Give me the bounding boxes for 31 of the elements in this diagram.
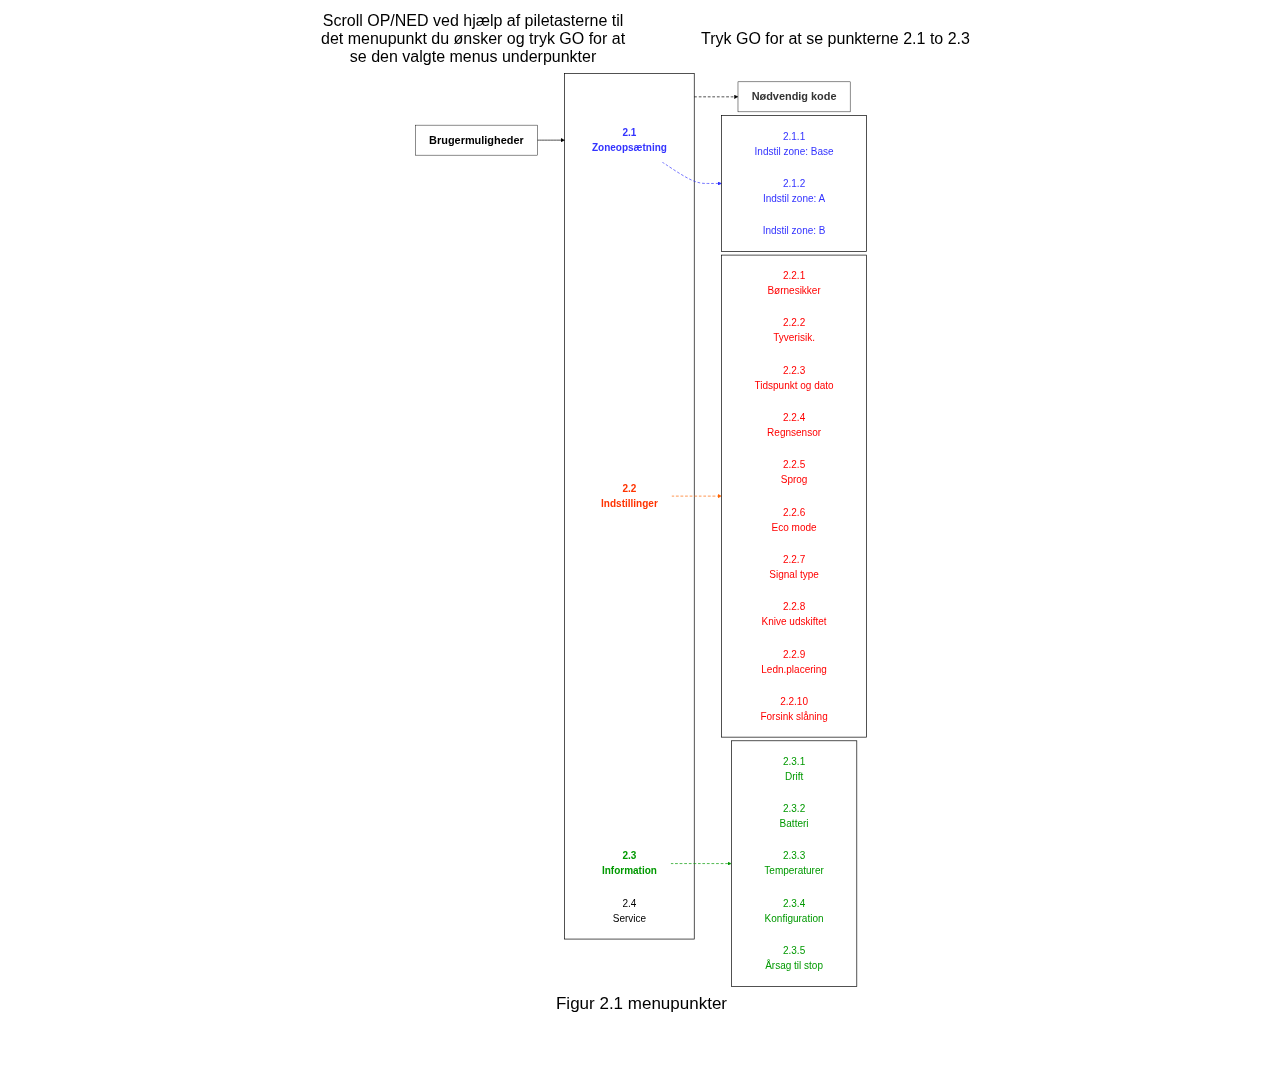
- node-text: 2.2.5 Sprog: [781, 459, 808, 486]
- node-text: 2.2.4 Regnsensor: [767, 411, 822, 439]
- cluster: [564, 73, 696, 940]
- node-text: 2.4 Service: [613, 897, 647, 925]
- node-text: 2.2.8 Knive udskiftet: [762, 601, 828, 628]
- node-text: 2.2.10 Forsink slåning: [760, 695, 829, 723]
- node-text: 2.2.9 Ledn.placering: [761, 648, 828, 675]
- instruction-note: Tryk GO for at se punkterne 2.1 to 2.3: [701, 30, 970, 48]
- node-text: 2.3.5 Årsag til stop: [765, 944, 824, 972]
- cluster: [721, 115, 868, 252]
- node-text: 2.1.2 Indstil zone: A: [763, 177, 826, 205]
- node-text: 2.3.2 Batteri: [780, 803, 809, 830]
- instruction-note: Scroll OP/NED ved hjælp af piletasterne til det menupunkt du ønsker og tryk GO for at se den valgte menus underpunkter: [320, 12, 627, 66]
- node-text: Indstil zone: B: [763, 225, 826, 237]
- node-text: 2.1.1 Indstil zone: Base: [755, 130, 835, 157]
- node-text: 2.2.3 Tidspunkt og dato: [754, 364, 835, 392]
- node-text: 2.2.6 Eco mode: [772, 506, 818, 533]
- node-text: 2.2.7 Signal type: [769, 553, 820, 581]
- node-text: 2.1 Zoneopsætning: [592, 126, 668, 154]
- node-text: 2.2.2 Tyverisik.: [773, 317, 816, 344]
- node-box: Nødvendig kode: [738, 81, 851, 113]
- cluster: [721, 254, 868, 738]
- cluster: [731, 740, 858, 987]
- node-box: Brugermuligheder: [415, 124, 539, 156]
- figure-caption: Figur 2.1 menupunkter: [555, 994, 727, 1014]
- node-text: 2.2 Indstillinger: [601, 482, 659, 510]
- node-text: 2.3.3 Temperaturer: [764, 850, 825, 877]
- node-text: 2.3 Information: [602, 850, 658, 877]
- node-text: 2.2.1 Børnesikker: [767, 270, 822, 297]
- node-text: 2.3.4 Konfiguration: [765, 897, 825, 925]
- node-text: 2.3.1 Drift: [783, 755, 806, 783]
